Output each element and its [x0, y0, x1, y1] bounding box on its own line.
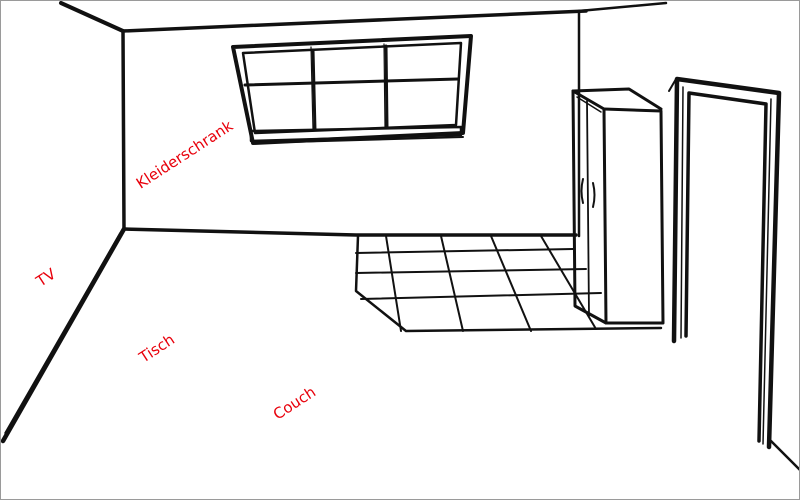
floor-tiles — [356, 236, 661, 331]
room-walls — [3, 3, 800, 471]
window-frame-inner — [243, 43, 461, 133]
door-frame-inner — [686, 93, 766, 441]
cabinet-handle-left — [582, 179, 584, 203]
wall-corner-left — [123, 31, 124, 229]
cabinet-handle-right — [593, 183, 595, 207]
cabinet — [573, 89, 663, 323]
ceiling-edge-left — [61, 3, 123, 31]
ceiling-edge-right — [579, 3, 666, 11]
floor-line-left — [3, 229, 124, 441]
window — [233, 36, 471, 143]
cabinet-side — [604, 109, 663, 323]
ceiling-edge-back — [123, 11, 586, 31]
floor-line-back — [124, 229, 576, 235]
door-frame — [669, 79, 779, 447]
